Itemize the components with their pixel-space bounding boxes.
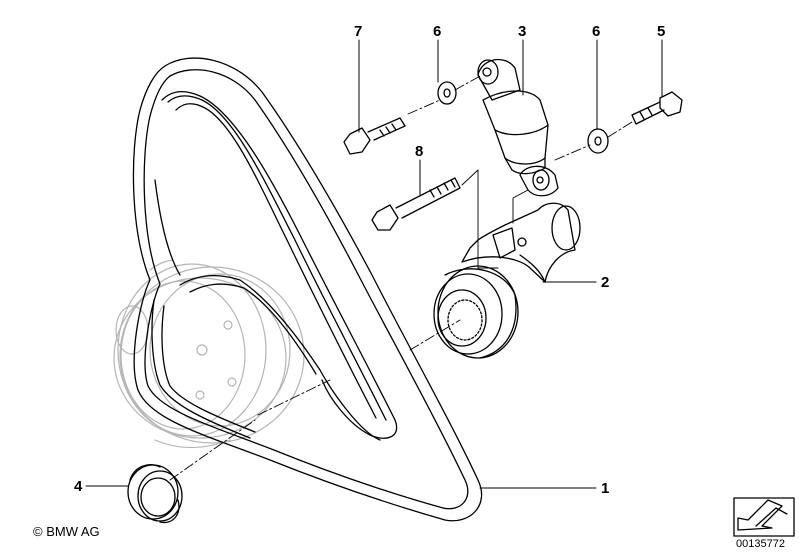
callout-3: 3 (518, 23, 527, 40)
washer-left (437, 81, 457, 105)
callout-6-right: 6 (592, 23, 601, 40)
bolt-8 (371, 177, 461, 231)
bolt-7 (343, 117, 406, 155)
callout-8: 8 (415, 143, 424, 160)
tensioner-strut (477, 58, 559, 197)
bolt-5 (631, 91, 683, 125)
assembly-lines (169, 74, 633, 481)
crankshaft-pulley (113, 259, 305, 449)
callout-5: 5 (657, 23, 666, 40)
callout-6-left: 6 (433, 23, 442, 40)
copyright-text: © BMW AG (33, 524, 100, 539)
callout-1: 1 (601, 480, 610, 497)
callout-7: 7 (354, 23, 363, 40)
idler-pulley (127, 464, 183, 524)
callout-4: 4 (74, 478, 83, 495)
washer-right (587, 128, 609, 154)
tensioner-assembly (433, 202, 581, 359)
arrow-icon[interactable] (733, 497, 795, 537)
leader-lines (85, 39, 663, 489)
document-number: 00135772 (736, 538, 785, 550)
callout-2: 2 (601, 274, 610, 291)
assembly-lines-solid (461, 169, 529, 269)
ribbed-v-belt (132, 57, 483, 522)
